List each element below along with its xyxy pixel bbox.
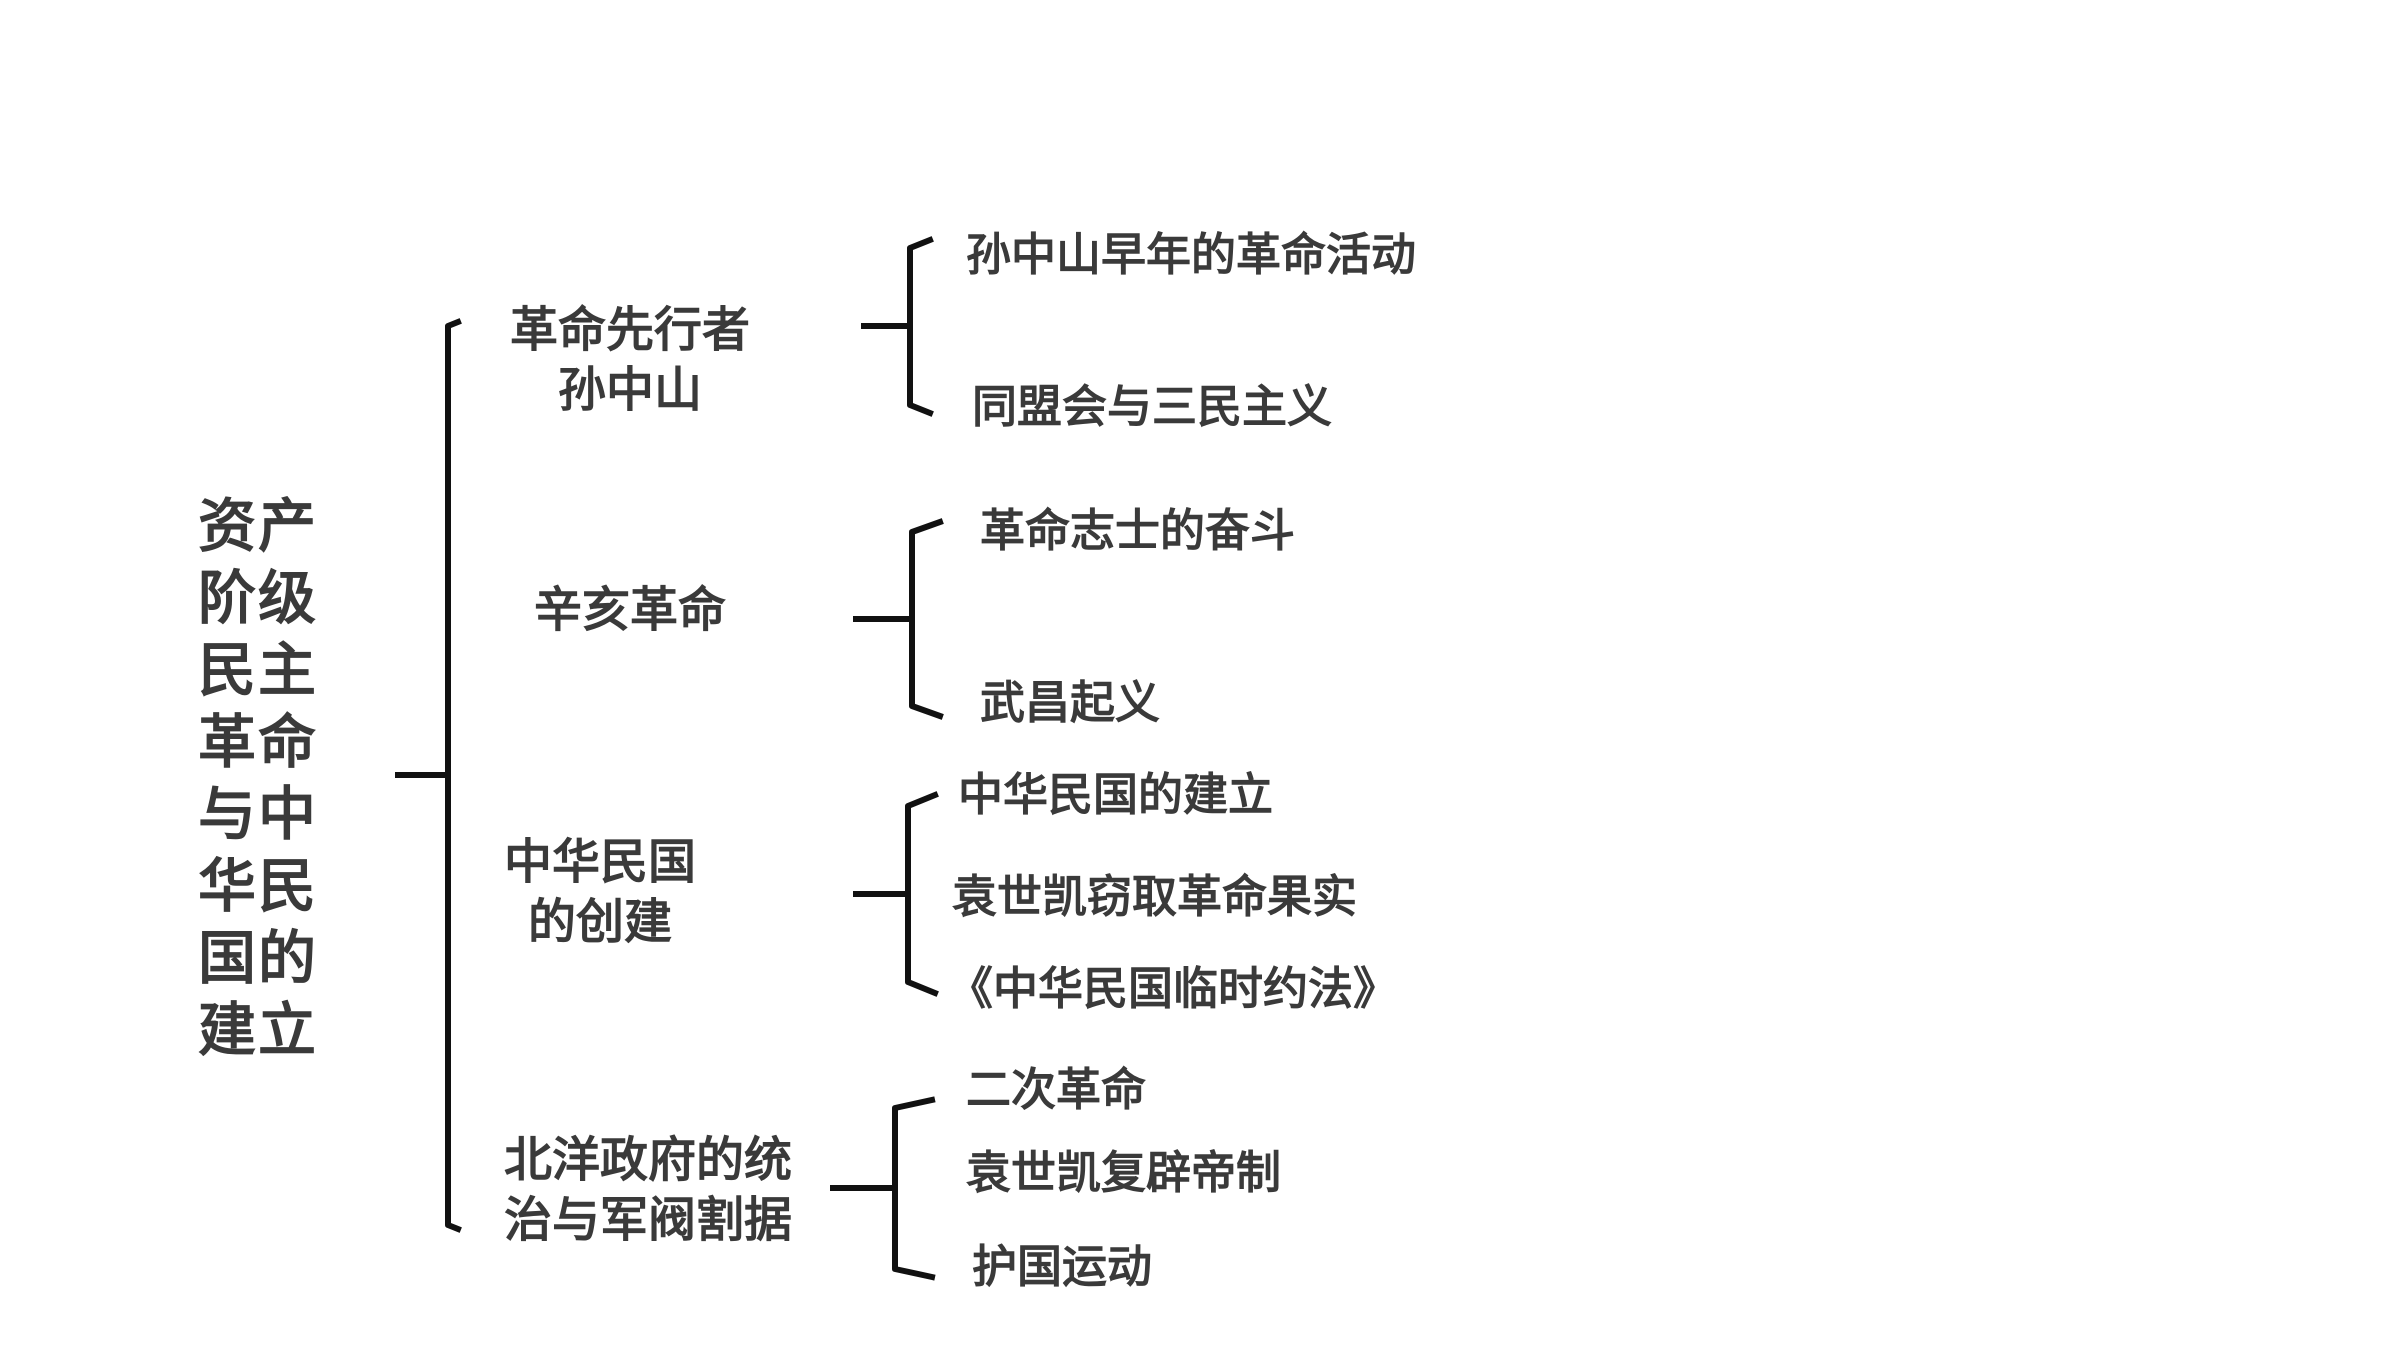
branch-4-topic: 北洋政府的统 治与军阀割据 [488, 1130, 808, 1250]
root-line: 民主 [198, 636, 319, 704]
branch-4-item-3: 护国运动 [972, 1240, 1153, 1293]
branch-2-item-1: 革命志士的奋斗 [980, 504, 1296, 557]
branch-3-topic: 中华民国 的创建 [490, 832, 710, 952]
branch-2-bracket [853, 518, 944, 720]
root-line: 国的 [198, 924, 319, 992]
branch-1-line-1: 革命先行者 [509, 302, 750, 358]
root-line: 华民 [198, 852, 319, 920]
branch-2-topic: 辛亥革命 [510, 580, 750, 640]
root-topic: 资产 阶级 民主 革命 与中 华民 国的 建立 [198, 490, 328, 1066]
branch-1-topic: 革命先行者 孙中山 [490, 300, 770, 420]
branch-1-item-2: 同盟会与三民主义 [972, 380, 1333, 433]
root-line: 阶级 [198, 564, 319, 632]
root-line: 革命 [198, 708, 319, 776]
main-bracket [395, 318, 462, 1233]
branch-1-line-2: 孙中山 [557, 362, 702, 418]
branch-3-line-2: 的创建 [527, 894, 672, 950]
branch-3-bracket [853, 791, 939, 997]
branch-4-item-1: 二次革命 [966, 1063, 1147, 1116]
branch-4-line-1: 北洋政府的统 [503, 1132, 792, 1188]
branch-4-line-2: 治与军阀割据 [503, 1192, 792, 1248]
root-line: 与中 [198, 780, 319, 848]
branch-1-bracket [861, 236, 934, 417]
branch-2-item-2: 武昌起义 [980, 676, 1161, 729]
root-line: 建立 [198, 996, 319, 1064]
branch-2-line-1: 辛亥革命 [533, 582, 726, 638]
branch-4-bracket [830, 1096, 936, 1281]
branch-1-item-1: 孙中山早年的革命活动 [966, 228, 1417, 281]
branch-4-item-2: 袁世凯复辟帝制 [966, 1146, 1282, 1199]
branch-3-line-1: 中华民国 [503, 834, 696, 890]
branch-3-item-1: 中华民国的建立 [958, 768, 1274, 821]
root-line: 资产 [198, 492, 319, 560]
branch-3-item-3: 《中华民国临时约法》 [948, 962, 1399, 1015]
branch-3-item-2: 袁世凯窃取革命果实 [952, 870, 1358, 923]
